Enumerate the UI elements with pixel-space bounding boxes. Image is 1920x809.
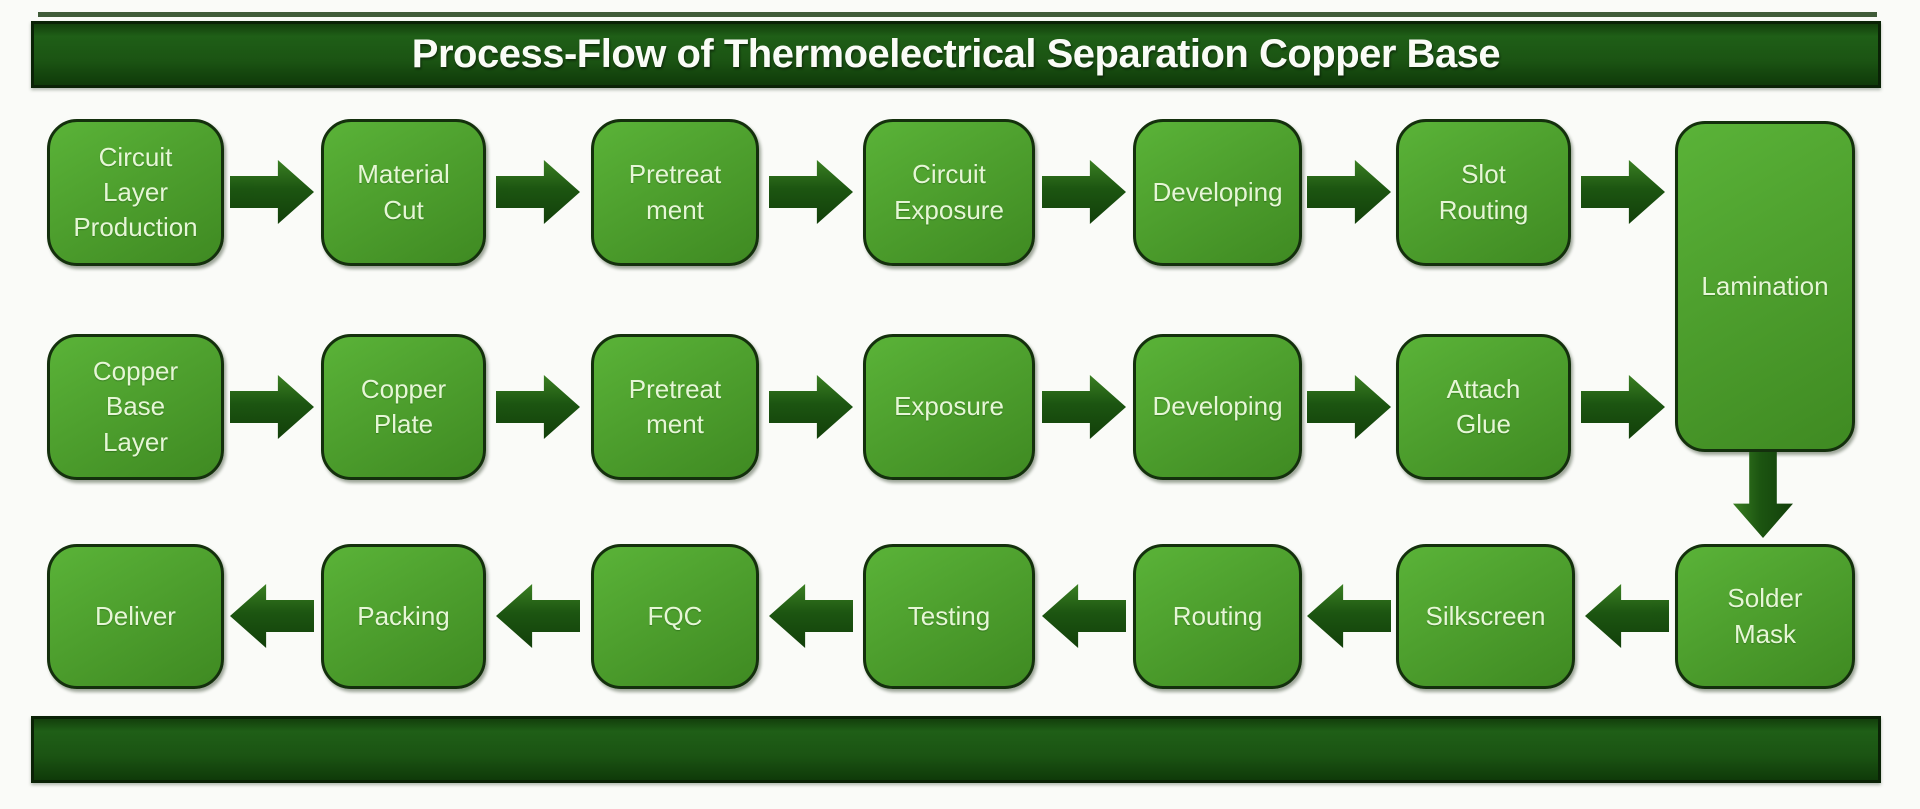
step-label: Developing (1152, 176, 1283, 207)
step-circuit-exposure: Circuit Exposure (863, 119, 1035, 266)
arrow-down-icon (1733, 452, 1793, 538)
arrow-right-icon (1307, 375, 1391, 439)
top-edge-artifact (38, 12, 1877, 17)
step-pretreatment-1: Pretreat ment (591, 119, 759, 266)
step-pretreatment-2: Pretreat ment (591, 334, 759, 480)
step-copper-plate: Copper Plate (321, 334, 486, 480)
step-exposure: Exposure (863, 334, 1035, 480)
step-label: Pretreat ment (628, 373, 722, 439)
step-label: Packing (357, 600, 450, 631)
arrow-right-icon (1581, 375, 1665, 439)
step-deliver: Deliver (47, 544, 224, 689)
arrow-left-icon (1042, 584, 1126, 648)
arrow-right-icon (1042, 375, 1126, 439)
arrow-right-icon (769, 160, 853, 224)
arrow-right-icon (496, 160, 580, 224)
step-testing: Testing (863, 544, 1035, 689)
arrow-right-icon (769, 375, 853, 439)
step-label: Lamination (1701, 270, 1829, 301)
step-packing: Packing (321, 544, 486, 689)
step-lamination: Lamination (1675, 121, 1855, 452)
step-label: Attach Glue (1446, 373, 1521, 439)
title-bar: Process-Flow of Thermoelectrical Separat… (31, 21, 1881, 88)
arrow-left-icon (769, 584, 853, 648)
step-attach-glue: Attach Glue (1396, 334, 1571, 480)
step-label: Developing (1152, 391, 1283, 422)
arrow-left-icon (496, 584, 580, 648)
arrow-right-icon (496, 375, 580, 439)
step-label: Material Cut (357, 159, 450, 225)
arrow-right-icon (1307, 160, 1391, 224)
step-developing-1: Developing (1133, 119, 1302, 266)
arrow-left-icon (230, 584, 314, 648)
step-slot-routing: Slot Routing (1396, 119, 1571, 266)
step-label: Routing (1172, 600, 1263, 631)
step-label: FQC (647, 600, 703, 631)
step-routing: Routing (1133, 544, 1302, 689)
step-label: Slot Routing (1438, 159, 1529, 225)
step-copper-base-layer: Copper Base Layer (47, 334, 224, 480)
arrow-left-icon (1307, 584, 1391, 648)
step-label: Circuit Layer Production (73, 141, 198, 243)
step-circuit-layer-production: Circuit Layer Production (47, 119, 224, 266)
arrow-right-icon (1581, 160, 1665, 224)
arrow-left-icon (1585, 584, 1669, 648)
arrow-right-icon (230, 375, 314, 439)
step-fqc: FQC (591, 544, 759, 689)
step-label: Solder Mask (1727, 583, 1803, 649)
step-material-cut: Material Cut (321, 119, 486, 266)
step-label: Copper Base Layer (92, 356, 179, 457)
arrow-right-icon (1042, 160, 1126, 224)
step-label: Silkscreen (1425, 600, 1546, 631)
step-label: Testing (907, 600, 991, 631)
step-silkscreen: Silkscreen (1396, 544, 1575, 689)
step-label: Circuit Exposure (894, 159, 1004, 225)
step-label: Deliver (95, 600, 176, 631)
step-label: Pretreat ment (628, 159, 722, 225)
step-solder-mask: Solder Mask (1675, 544, 1855, 689)
step-developing-2: Developing (1133, 334, 1302, 480)
arrow-right-icon (230, 160, 314, 224)
step-label: Copper Plate (360, 373, 447, 439)
step-label: Exposure (894, 391, 1004, 422)
page-title: Process-Flow of Thermoelectrical Separat… (411, 32, 1501, 76)
footer-bar (31, 716, 1881, 783)
